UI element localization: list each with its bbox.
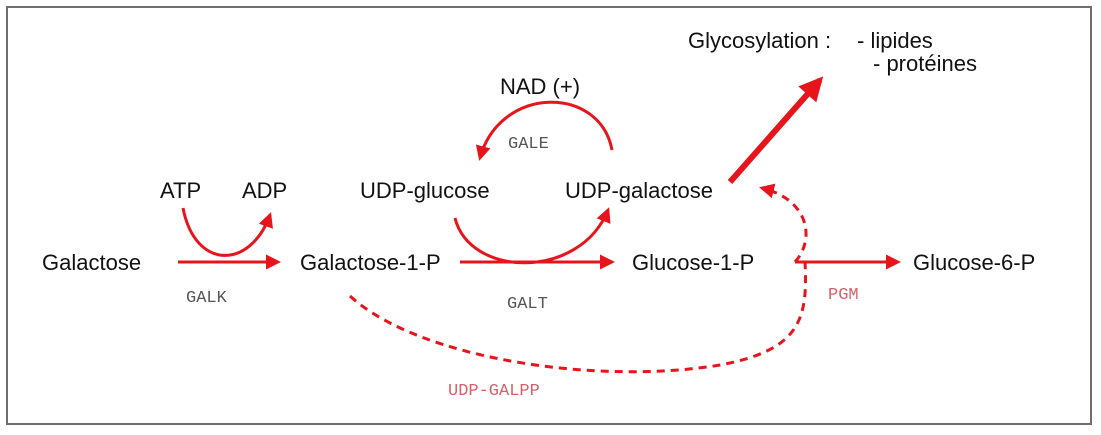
enzyme-gale: GALE bbox=[508, 135, 549, 154]
node-glyco-proteines: - protéines bbox=[873, 51, 977, 76]
node-galactose: Galactose bbox=[42, 250, 142, 275]
node-glucose-1-p: Glucose-1-P bbox=[632, 250, 755, 275]
enzyme-udp-galpp: UDP-GALPP bbox=[448, 382, 540, 401]
enzyme-galt: GALT bbox=[507, 295, 548, 314]
node-atp: ATP bbox=[160, 178, 202, 203]
arrow-udpglc-to-udpgal bbox=[453, 207, 611, 265]
node-nad: NAD (+) bbox=[500, 74, 581, 99]
node-glycosylation: Glycosylation : bbox=[688, 28, 832, 53]
arrow-to-glycosylation bbox=[727, 76, 824, 184]
node-udp-galactose: UDP-galactose bbox=[565, 178, 713, 203]
arrow-pgm-dashed bbox=[759, 183, 808, 264]
node-adp: ADP bbox=[242, 178, 288, 203]
enzyme-pgm: PGM bbox=[828, 286, 859, 305]
enzyme-galk: GALK bbox=[186, 289, 227, 308]
arrow-atp-to-adp bbox=[181, 207, 273, 257]
node-galactose-1-p: Galactose-1-P bbox=[300, 250, 441, 275]
node-glyco-lipides: - lipides bbox=[857, 28, 933, 53]
arrow-udpgalpp-dashed bbox=[348, 261, 807, 374]
diagram-frame bbox=[6, 6, 1092, 425]
arrow-gale bbox=[475, 100, 614, 161]
node-glucose-6-p: Glucose-6-P bbox=[913, 250, 1036, 275]
node-udp-glucose: UDP-glucose bbox=[360, 178, 490, 203]
